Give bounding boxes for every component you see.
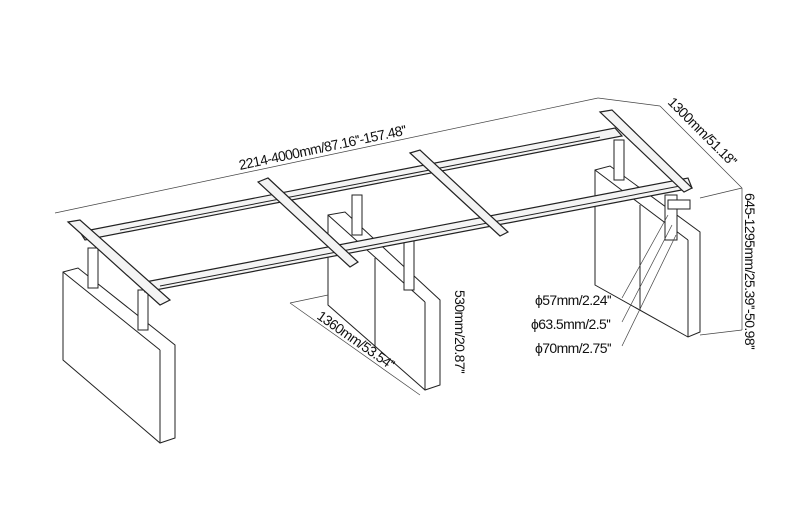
- legs: [87, 139, 691, 331]
- frame-beams: [79, 127, 693, 293]
- leg-diameter-3: ϕ70mm/2.75'': [535, 340, 611, 356]
- panel-height-dimension: 530mm/20.87'': [452, 290, 468, 373]
- cross-bars: [66, 109, 694, 306]
- length-dimension: 2214-4000mm/87.16''-157.48'': [237, 122, 407, 173]
- leg-diameter-1: ϕ57mm/2.24'': [535, 292, 611, 308]
- height-range-dimension: 645-1295mm/25.39''-50.98'': [742, 193, 758, 349]
- left-modesty-panel: [62, 267, 176, 444]
- depth-dimension: 1300mm/51.18'': [665, 94, 740, 169]
- leader-lines: [621, 214, 677, 347]
- desktop-outline: [54, 97, 743, 336]
- leg-diameter-2: ϕ63.5mm/2.5'': [531, 316, 610, 332]
